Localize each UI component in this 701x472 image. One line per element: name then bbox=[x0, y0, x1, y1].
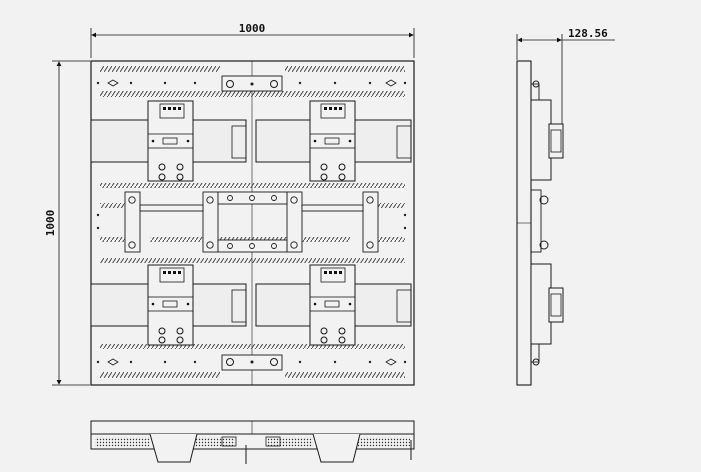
hatch-bands bbox=[100, 66, 405, 378]
mounting-holes bbox=[96, 81, 407, 364]
depth-dimension-label: 128.56 bbox=[568, 27, 608, 40]
front-view bbox=[90, 60, 415, 386]
width-dimension-label: 1000 bbox=[239, 22, 266, 35]
module-upper-left bbox=[90, 100, 247, 182]
height-dimension: 1000 bbox=[44, 60, 90, 386]
height-dimension-label: 1000 bbox=[44, 210, 57, 237]
top-bracket bbox=[221, 75, 283, 92]
bottom-view bbox=[90, 420, 415, 464]
module-lower-right bbox=[255, 264, 412, 346]
module-upper-right bbox=[255, 100, 412, 182]
bottom-bracket bbox=[221, 354, 283, 371]
side-fittings bbox=[107, 79, 397, 366]
side-view bbox=[516, 60, 564, 386]
module-lower-left bbox=[90, 264, 247, 346]
width-dimension: 1000 bbox=[90, 22, 415, 58]
center-frame bbox=[124, 191, 379, 253]
depth-dimension: 128.56 bbox=[516, 27, 615, 124]
